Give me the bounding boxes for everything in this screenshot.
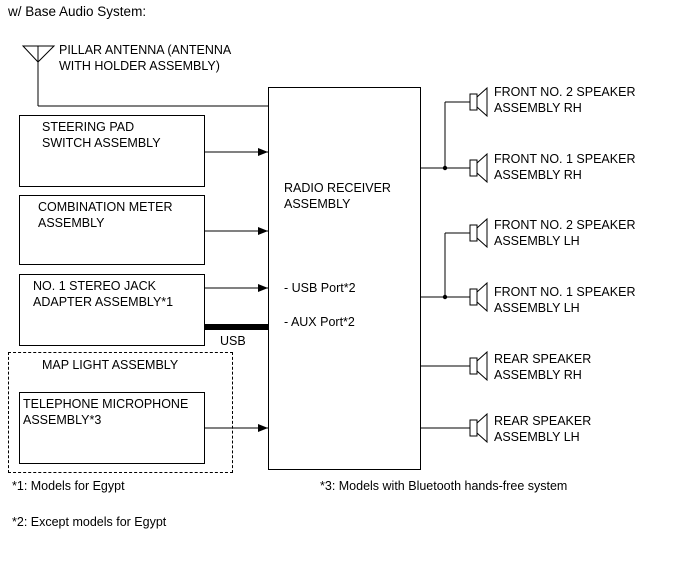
speaker-label: REAR SPEAKER ASSEMBLY RH xyxy=(494,352,592,382)
radio-receiver-label: RADIO RECEIVER ASSEMBLY xyxy=(284,181,391,211)
speaker-icon xyxy=(469,217,488,249)
stereo-jack-box xyxy=(19,274,205,346)
speaker-label: FRONT NO. 1 SPEAKER ASSEMBLY RH xyxy=(494,152,636,182)
speaker-icon xyxy=(469,350,488,382)
telephone-microphone-label: TELEPHONE MICROPHONE ASSEMBLY*3 xyxy=(23,397,189,427)
speaker-label: REAR SPEAKER ASSEMBLY LH xyxy=(494,414,592,444)
speaker-icon xyxy=(469,412,488,444)
speaker-label: FRONT NO. 2 SPEAKER ASSEMBLY RH xyxy=(494,85,636,115)
usb-cable xyxy=(205,324,268,330)
speaker-icon xyxy=(469,86,488,118)
map-light-label: MAP LIGHT ASSEMBLY xyxy=(42,358,179,372)
radio-receiver-box xyxy=(268,87,421,470)
usb-port-label: - USB Port*2 xyxy=(284,281,356,295)
steering-pad-box xyxy=(19,115,205,187)
junction-dot-icon xyxy=(442,165,448,171)
aux-port-label: - AUX Port*2 xyxy=(284,315,355,329)
antenna-icon xyxy=(21,45,56,106)
footnote-3: *3: Models with Bluetooth hands-free sys… xyxy=(320,479,568,493)
usb-label: USB xyxy=(220,334,246,348)
diagram-title: w/ Base Audio System: xyxy=(8,4,147,19)
speaker-icon xyxy=(469,281,488,313)
stereo-jack-label: NO. 1 STEREO JACK ADAPTER ASSEMBLY*1 xyxy=(33,279,174,309)
footnote-1: *1: Models for Egypt xyxy=(12,479,125,493)
map-light-box xyxy=(8,352,233,473)
combination-meter-box xyxy=(19,195,205,265)
telephone-microphone-box xyxy=(19,392,205,464)
junction-dot-icon xyxy=(442,294,448,300)
antenna-label: PILLAR ANTENNA (ANTENNA WITH HOLDER ASSE… xyxy=(59,43,232,73)
steering-pad-label: STEERING PAD SWITCH ASSEMBLY xyxy=(42,120,161,150)
speaker-label: FRONT NO. 2 SPEAKER ASSEMBLY LH xyxy=(494,218,636,248)
combination-meter-label: COMBINATION METER ASSEMBLY xyxy=(38,200,173,230)
speaker-icon xyxy=(469,152,488,184)
footnote-2: *2: Except models for Egypt xyxy=(12,515,167,529)
speaker-label: FRONT NO. 1 SPEAKER ASSEMBLY LH xyxy=(494,285,636,315)
